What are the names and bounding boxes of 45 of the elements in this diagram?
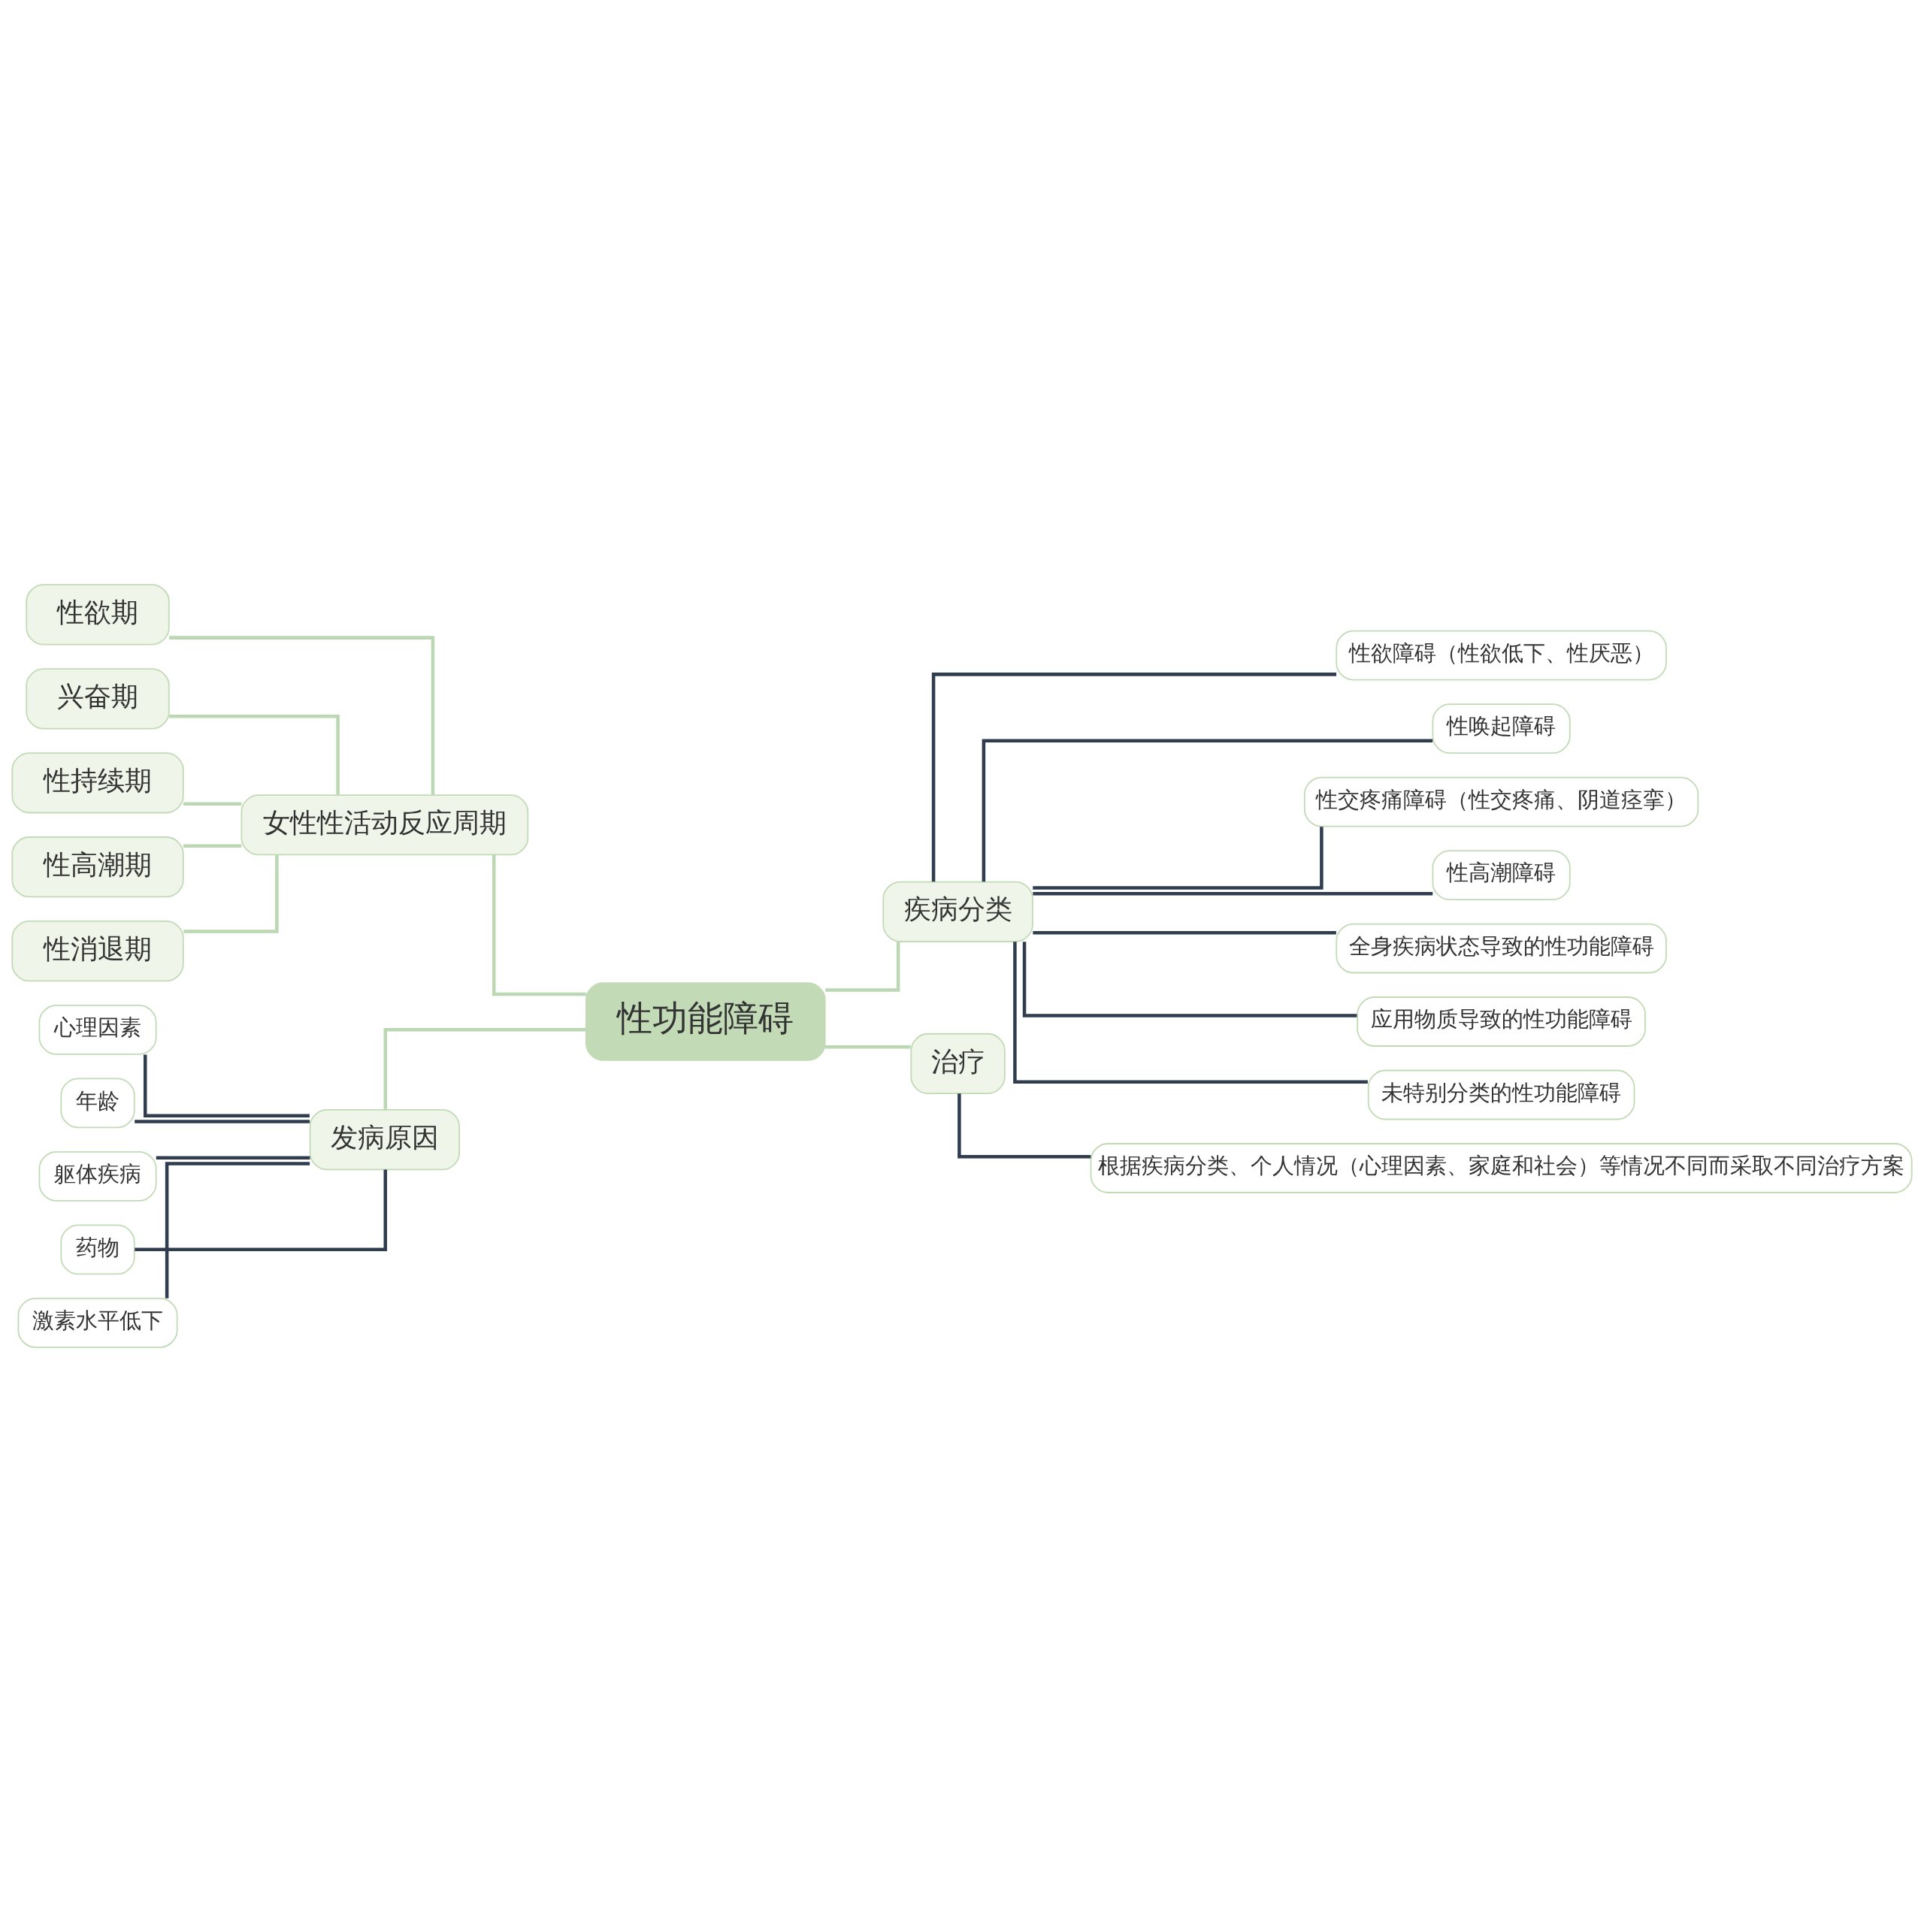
connector — [957, 1093, 1091, 1159]
node-box: 性高潮障碍 — [1432, 850, 1571, 900]
connector — [1033, 891, 1433, 896]
node-box: 发病原因 — [309, 1108, 461, 1171]
connector — [183, 844, 242, 848]
connector — [165, 1162, 310, 1299]
node-box: 性消退期 — [11, 921, 184, 982]
node-box: 性欲期 — [26, 584, 170, 646]
connector — [1022, 942, 1357, 1017]
node-box: 性高潮期 — [11, 836, 184, 898]
node-box: 性欲障碍（性欲低下、性厌恶） — [1336, 630, 1667, 681]
connector — [1033, 827, 1324, 890]
connector — [183, 854, 279, 933]
connector — [135, 1120, 310, 1123]
node-box: 治疗 — [910, 1033, 1006, 1095]
node-box: 激素水平低下 — [17, 1297, 178, 1348]
connector — [169, 636, 435, 795]
node-box: 全身疾病状态导致的性功能障碍 — [1336, 923, 1667, 974]
connector — [156, 1156, 310, 1160]
connector — [931, 673, 1337, 882]
node-box: 未特别分类的性功能障碍 — [1367, 1069, 1635, 1120]
node-box: 药物 — [60, 1224, 135, 1275]
connector — [183, 802, 242, 806]
connector — [825, 942, 900, 992]
node-box: 性持续期 — [11, 752, 184, 814]
node-box: 躯体疾病 — [38, 1150, 157, 1202]
connector — [143, 1054, 310, 1117]
connector — [135, 1169, 387, 1252]
node-box: 根据疾病分类、个人情况（心理因素、家庭和社会）等情况不同而采取不同治疗方案 — [1090, 1143, 1913, 1193]
node-box: 性交疼痛障碍（性交疼痛、阴道痉挛） — [1303, 776, 1699, 827]
connector — [492, 854, 586, 996]
node-box: 疾病分类 — [882, 881, 1033, 942]
connector — [383, 1028, 586, 1110]
node-box: 性唤起障碍 — [1432, 703, 1571, 754]
connector — [1033, 931, 1336, 935]
connector — [169, 715, 340, 795]
node-box: 性功能障碍 — [585, 982, 826, 1061]
node-box: 心理因素 — [38, 1004, 157, 1055]
connector — [824, 1045, 911, 1049]
connector — [982, 739, 1433, 882]
connector — [1013, 942, 1368, 1084]
node-box: 女性性活动反应周期 — [240, 794, 529, 856]
node-box: 年龄 — [60, 1078, 135, 1129]
node-box: 应用物质导致的性功能障碍 — [1357, 996, 1646, 1047]
node-box: 兴奋期 — [26, 668, 170, 730]
